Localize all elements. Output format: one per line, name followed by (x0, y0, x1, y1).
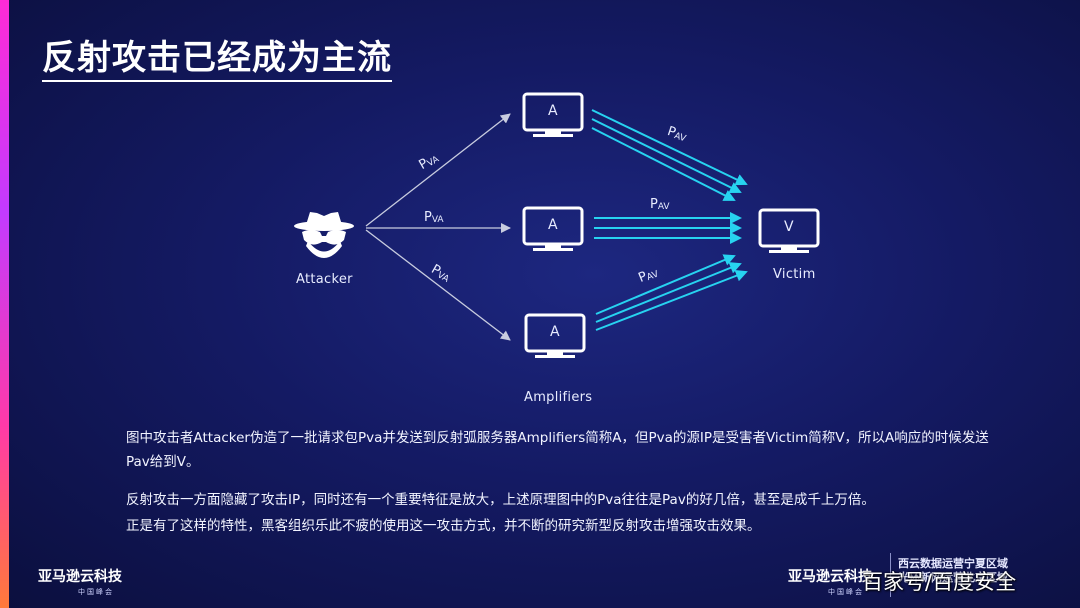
region-line-1: 西云数据运营宁夏区域 (898, 557, 1008, 570)
description-paragraph-1: 图中攻击者Attacker伪造了一批请求包Pva并发送到反射弧服务器Amplif… (126, 430, 989, 470)
pav-arrows-bottom (595, 254, 748, 331)
amplifier-monitor-top (522, 92, 584, 137)
victim-label: Victim (773, 267, 816, 282)
pav-label-middle: PAV (650, 197, 670, 212)
pav-arrows-middle (594, 212, 742, 244)
amplifier-monitor-middle (522, 206, 584, 251)
footer-region-info: 西云数据运营宁夏区域 光环新网运营北京区域 (898, 557, 1008, 585)
brand-logo-left-sub: 中国峰会 (78, 588, 114, 596)
accent-bar (0, 0, 9, 608)
brand-logo-left: 亚马逊云科技 中国峰会 (38, 566, 122, 597)
brand-logo-right: 亚马逊云科技 中国峰会 (788, 566, 872, 597)
brand-logo-left-text: 亚马逊云科技 (38, 569, 122, 585)
amplifier-glyph-bottom: A (550, 324, 560, 340)
page-title: 反射攻击已经成为主流 (42, 38, 392, 82)
pva-arrows (365, 113, 511, 341)
amplifier-glyph-top: A (548, 103, 558, 119)
amplifiers-label: Amplifiers (524, 390, 593, 405)
attacker-icon (294, 212, 354, 258)
attacker-label: Attacker (296, 272, 353, 287)
amplifier-monitor-bottom (524, 313, 586, 358)
description-paragraph-2: 反射攻击一方面隐藏了攻击IP，同时还有一个重要特征是放大，上述原理图中的Pva往… (126, 492, 875, 508)
pav-arrows-top (591, 109, 748, 201)
pva-label-middle: PVA (424, 210, 444, 225)
region-line-2: 光环新网运营北京区域 (898, 571, 1008, 584)
description-paragraph-3: 正是有了这样的特性，黑客组织乐此不疲的使用这一攻击方式，并不断的研究新型反射攻击… (126, 518, 761, 534)
victim-glyph: V (784, 219, 794, 235)
victim-monitor (758, 208, 820, 253)
brand-logo-right-text: 亚马逊云科技 (788, 569, 872, 585)
amplifier-glyph-middle: A (548, 217, 558, 233)
brand-logo-right-sub: 中国峰会 (828, 588, 864, 596)
footer-divider (890, 553, 891, 597)
watermark: 百家号/百度安全 (862, 570, 1017, 594)
